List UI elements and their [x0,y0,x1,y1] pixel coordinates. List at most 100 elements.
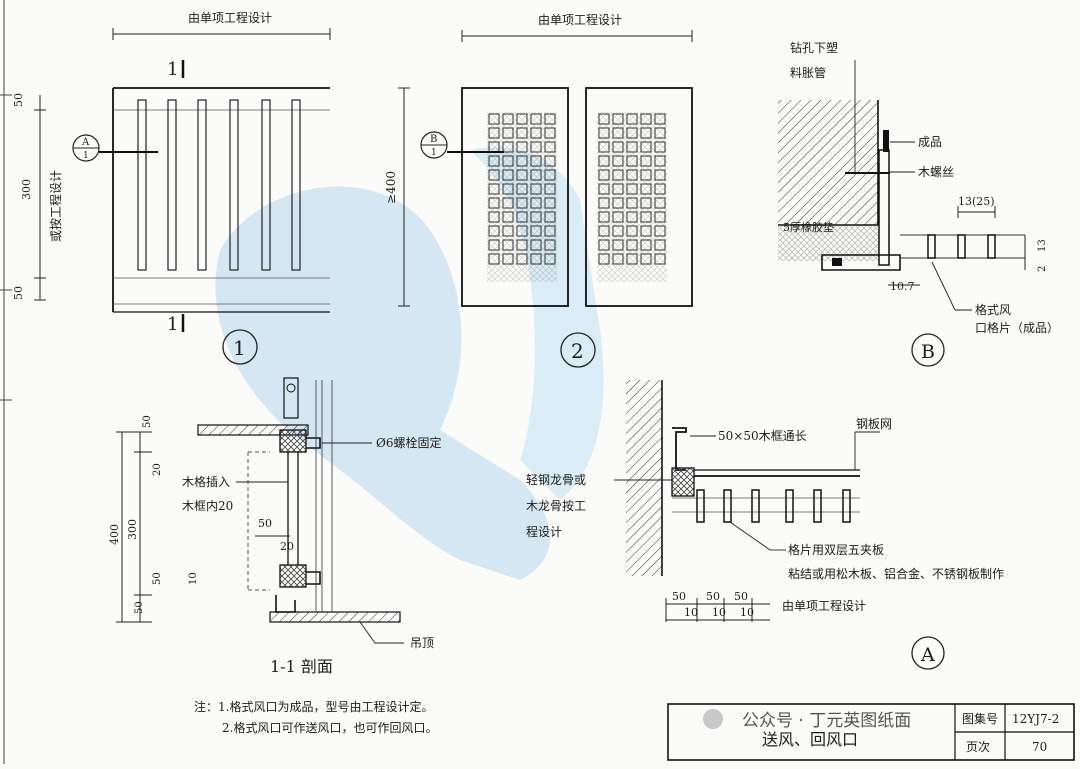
watermark-shape [215,147,604,580]
label-finished: 成品 [918,135,942,149]
dim-b-13: 13 [1037,239,1048,252]
grille-cell [516,211,528,223]
grille-cell [640,155,652,167]
grille-cell [516,141,528,153]
grille-cell [612,155,624,167]
grille-cell [612,225,624,237]
grille-cell [654,169,666,181]
grille-cell [502,253,514,265]
grille-cell [488,239,500,251]
label-wood-screw: 木螺丝 [918,165,954,179]
grille-cell [502,127,514,139]
grille-cell [502,155,514,167]
grille-cell [502,183,514,195]
label-keel-1: 轻钢龙骨或 [526,473,586,487]
dim-a-10-1: 10 [684,606,698,619]
dim-b-13-25: 13(25) [958,195,995,208]
grille-cell [502,169,514,181]
grille-cell [544,197,556,209]
detail-b: 13(25) 13 2 10.7 钻孔下塑 料胀管 成品 木螺丝 5厚橡胶垫 格… [778,40,1059,367]
grille-cell [544,155,556,167]
grille-cell [612,127,624,139]
grille-cell [654,197,666,209]
grille-cell [598,127,610,139]
dim-a-10-2: 10 [712,606,726,619]
section-mark-bottom: 1 [167,314,178,335]
grille-cell [640,113,652,125]
dim-top-span-1: 由单项工程设计 [188,10,272,25]
dim-a-50-3: 50 [734,590,748,603]
grille-cell [488,253,500,265]
label-wood-insert-1: 木格插入 [182,474,230,489]
grille-cell [488,197,500,209]
grille-cell [530,197,542,209]
grille-cell [502,113,514,125]
label-ceiling: 吊顶 [410,636,434,650]
grille-cell [626,211,638,223]
grille-cell [488,169,500,181]
grille-cell [544,113,556,125]
atlas-label: 图集号 [962,711,998,726]
section-mark-top: 1 [167,59,178,80]
dim-b-2: 2 [1037,266,1048,272]
note-1: 注：1.格式风口为成品，型号由工程设计定。 [194,699,433,714]
section-1-1: 400 300 50 20 50 10 50 50 20 Ø6螺栓固定 木格插入… [108,377,441,676]
grille-cell [530,253,542,265]
callout-a-num: 1 [83,151,89,161]
grille-cell [502,239,514,251]
grille-cell [488,155,500,167]
view-2-elevation: 由单项工程设计 B 1 ≥400 2 [384,12,693,368]
grille-cell [640,141,652,153]
grille-cell [516,225,528,237]
title-block: 送风、回风口 图集号 12YJ7-2 页次 70 [667,703,1075,761]
grille-cell [654,183,666,195]
grille-cell [626,169,638,181]
dim-top-span-2: 由单项工程设计 [538,12,622,27]
grille-cell [626,253,638,265]
grille-cell [544,211,556,223]
callout-b-letter: B [430,134,437,145]
grille-cell [516,155,528,167]
grille-cell [654,239,666,251]
dim-sec-20a: 20 [152,463,163,476]
grille-cell [488,183,500,195]
dim-b-10-7: 10.7 [890,280,915,293]
grille-cell [488,127,500,139]
title-main: 送风、回风口 [762,730,858,749]
dim-sec-50b: 50 [152,572,163,585]
label-wood-insert-2: 木框内20 [182,499,233,513]
grille-cell [640,169,652,181]
label-grille-1: 格式风 [975,302,1011,317]
dim-sec-20b: 20 [280,540,294,553]
wechat-icon [703,709,723,729]
grille-cell [612,113,624,125]
grille-cell [530,113,542,125]
grille-cell [530,127,542,139]
grille-cell [612,211,624,223]
grille-cell [598,141,610,153]
grille-cell [626,225,638,237]
grille-cell [544,169,556,181]
grille-cell [544,239,556,251]
grille-cell [516,127,528,139]
grille-cell [654,127,666,139]
grille-cell [530,239,542,251]
note-2: 2.格式风口可作送风口，也可作回风口。 [222,720,437,735]
grille-cell [654,155,666,167]
callout-b-num: 1 [431,148,437,158]
dim-left-note: 或按工程设计 [48,170,63,242]
grille-cell [516,183,528,195]
detail-a: 50×50木框通长 钢板网 轻钢龙骨或 木龙骨按工 程设计 格片用双层五夹板 粘… [526,380,1004,670]
dim-min-400: ≥400 [384,171,398,204]
atlas-number: 12YJ7-2 [1012,712,1059,726]
grille-cell [516,253,528,265]
label-steel-mesh: 钢板网 [856,417,892,431]
grille-cell [612,253,624,265]
label-keel-3: 程设计 [526,524,562,539]
grille-cell [544,127,556,139]
grille-cell [544,183,556,195]
grille-cell [654,253,666,265]
grille-cell [544,225,556,237]
grille-cell [530,183,542,195]
grille-cell [488,113,500,125]
